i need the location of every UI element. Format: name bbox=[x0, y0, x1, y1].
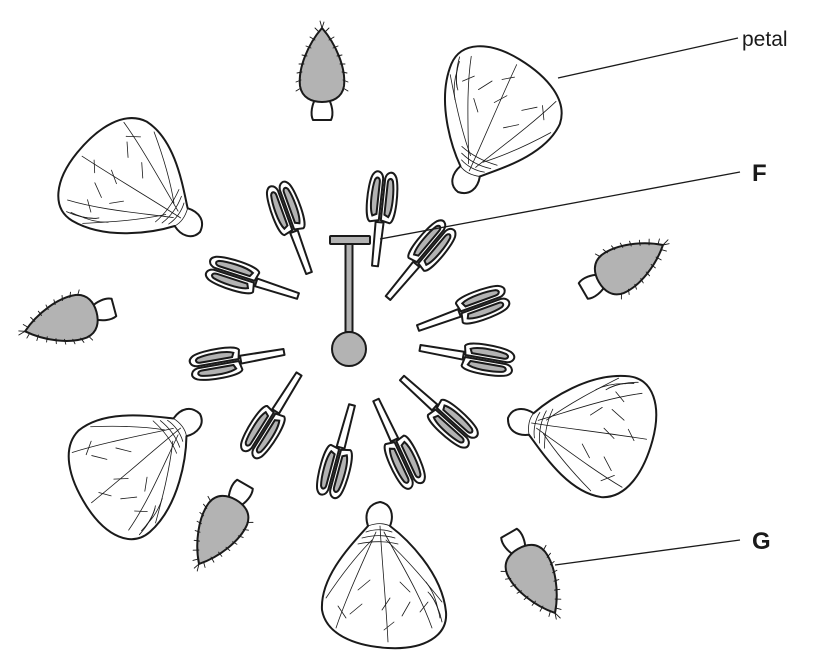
sepal-top bbox=[296, 21, 348, 120]
f-leader-line bbox=[380, 172, 740, 239]
stamen bbox=[413, 282, 512, 342]
stamen bbox=[360, 170, 399, 267]
sepal-lower-left bbox=[173, 471, 268, 583]
g-label: G bbox=[752, 528, 771, 555]
sepal-lower-right bbox=[486, 520, 581, 632]
stamen bbox=[417, 333, 515, 379]
stamen bbox=[236, 366, 311, 462]
petal-label: petal bbox=[742, 28, 788, 51]
f-label: F bbox=[752, 160, 767, 187]
petal-right bbox=[496, 353, 665, 505]
stamen bbox=[313, 401, 366, 500]
pistil bbox=[330, 236, 370, 366]
stamen bbox=[188, 337, 286, 383]
sepal-left bbox=[12, 282, 121, 358]
stamen bbox=[377, 216, 460, 307]
stamen bbox=[363, 394, 430, 492]
sepal-right bbox=[570, 219, 682, 314]
petal-leader-line bbox=[558, 38, 738, 78]
stamen bbox=[204, 253, 303, 310]
petal-bottom bbox=[322, 502, 446, 648]
petal-top-right bbox=[400, 32, 578, 219]
g-leader-line bbox=[555, 540, 740, 565]
petal-top-left bbox=[43, 99, 234, 285]
stamen bbox=[263, 179, 323, 278]
